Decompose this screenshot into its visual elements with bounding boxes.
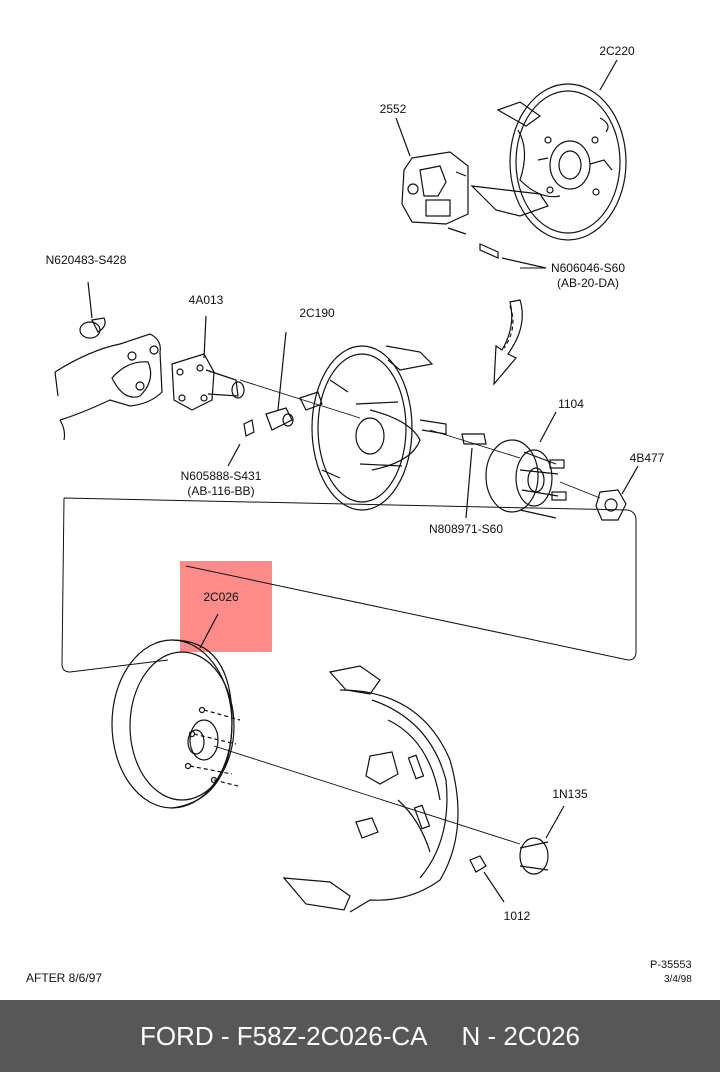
assembly-arrow xyxy=(493,299,523,386)
nut-4b477-drawing xyxy=(595,465,639,521)
brand-part-number: FORD - F58Z-2C026-CA xyxy=(140,1021,428,1051)
label-2c190: 2C190 xyxy=(299,306,335,320)
label-n605888-s431: N605888-S431 xyxy=(180,469,262,483)
dust-shield-drawing xyxy=(282,665,459,913)
label-n808971-s60: N808971-S60 xyxy=(428,522,504,536)
label-1n135: 1N135 xyxy=(552,787,588,801)
drawing-date: 3/4/98 xyxy=(664,974,692,985)
caliper-2552-drawing xyxy=(395,117,547,269)
hub-1104-drawing xyxy=(485,411,567,519)
exploded-parts-diagram: 2C220 2552 N620483-S428 N606046-S60 (AB-… xyxy=(26,44,692,985)
spindle-4a013-drawing xyxy=(171,315,245,411)
label-n605888-s431-note: (AB-116-BB) xyxy=(187,484,255,498)
sensor-bolt-drawing xyxy=(227,331,294,467)
label-n620483-s428: N620483-S428 xyxy=(45,253,127,267)
part-highlight xyxy=(180,561,272,652)
label-2552: 2552 xyxy=(379,102,407,116)
cap-1n135-drawing xyxy=(519,805,565,875)
label-2c220: 2C220 xyxy=(599,44,635,58)
label-1012: 1012 xyxy=(503,909,531,923)
knuckle-arm-drawing xyxy=(54,281,163,441)
diagram-drawing xyxy=(54,59,639,913)
upper-centerline xyxy=(239,379,601,499)
bolt-1012-drawing xyxy=(469,855,505,903)
part-name: N - 2C026 xyxy=(461,1021,581,1051)
label-1104: 1104 xyxy=(558,397,584,411)
shield-2c190-drawing xyxy=(299,345,447,511)
label-4b477: 4B477 xyxy=(629,451,665,465)
view-outline-box xyxy=(61,497,637,673)
label-2c026: 2C026 xyxy=(203,590,239,604)
lower-centerline xyxy=(213,745,521,845)
backing-plate-2c220-drawing xyxy=(470,59,627,241)
label-n606046-s60-note: (AB-20-DA) xyxy=(556,276,620,290)
part-info-banner: FORD - F58Z-2C026-CA N - 2C026 xyxy=(0,1000,720,1072)
label-n606046-s60: N606046-S60 xyxy=(550,261,626,275)
label-4a013: 4A013 xyxy=(188,293,224,307)
footnote-after-date: AFTER 8/6/97 xyxy=(26,971,103,985)
rotor-2c026-drawing xyxy=(111,613,241,809)
drawing-number: P-35553 xyxy=(650,959,692,971)
